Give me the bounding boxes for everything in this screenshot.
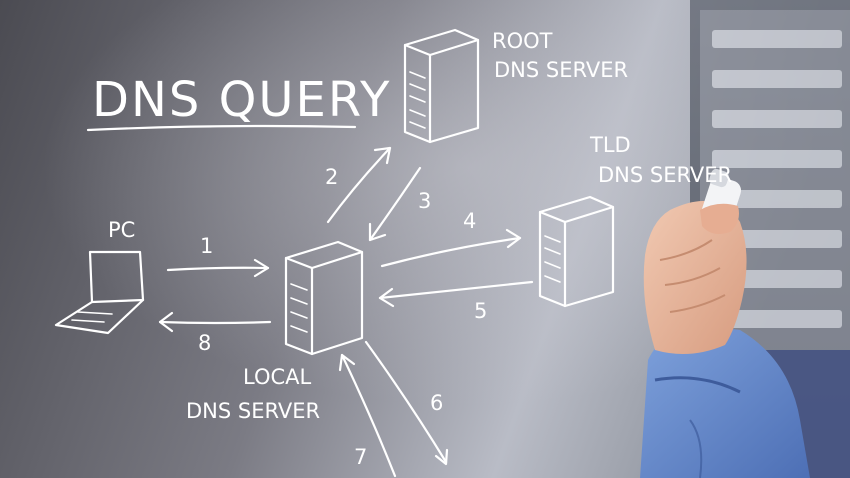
step-number-6: 6 [430, 391, 443, 415]
step-number-2: 2 [325, 165, 338, 189]
arrow-step-8 [158, 311, 272, 333]
arrow-step-5 [378, 280, 534, 308]
tld-label-line1: TLD [589, 133, 631, 157]
arrow-step-1 [166, 258, 270, 278]
title-underline [86, 124, 357, 132]
step-number-5: 5 [474, 299, 487, 323]
pc-label: PC [108, 218, 135, 242]
tld-dns-server-icon [538, 195, 615, 308]
arrow-step-7 [338, 353, 397, 478]
arrow-step-6 [364, 340, 449, 466]
step-number-8: 8 [198, 331, 211, 355]
root-dns-server-icon [403, 28, 480, 144]
arrow-step-4 [380, 228, 522, 268]
arrow-step-2 [326, 146, 392, 224]
local-label-line1: LOCAL [243, 365, 312, 389]
step-number-3: 3 [418, 189, 431, 213]
local-label-line2: DNS SERVER [186, 399, 320, 423]
root-label-line1: ROOT [492, 29, 553, 53]
local-dns-server-icon [284, 240, 364, 356]
step-number-4: 4 [463, 209, 476, 233]
tld-label-line2: DNS SERVER [598, 163, 732, 187]
step-number-7: 7 [354, 445, 367, 469]
arrow-step-3 [368, 166, 422, 242]
step-number-1: 1 [200, 234, 213, 258]
root-label-line2: DNS SERVER [494, 58, 628, 82]
diagram-title: DNS QUERY [92, 72, 391, 128]
hand-with-marker [640, 168, 810, 478]
pc-laptop-icon [54, 250, 145, 335]
